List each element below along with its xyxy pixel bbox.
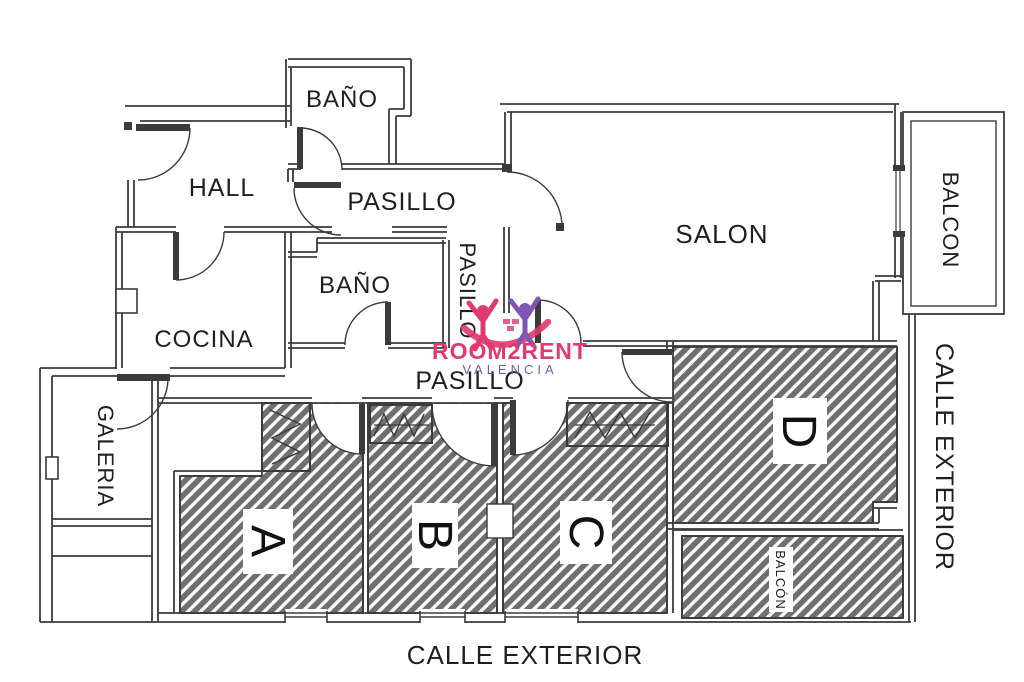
label-bano-mid: BAÑO bbox=[319, 272, 391, 299]
logo-brand-text: ROOM2RENT bbox=[432, 338, 588, 364]
shaft-box-bc-wall bbox=[486, 503, 514, 539]
window-bottom-a bbox=[284, 609, 328, 625]
logo-building-icon bbox=[503, 319, 519, 331]
logo-swoosh bbox=[460, 318, 552, 348]
bano-top-door-arc bbox=[299, 127, 343, 171]
galeria-door-arc bbox=[116, 377, 169, 430]
agency-logo: ROOM2RENT VALENCIA bbox=[432, 296, 588, 377]
label-hall: HALL bbox=[189, 174, 256, 202]
cocina-door-arc bbox=[175, 231, 225, 281]
windows-and-notches bbox=[45, 165, 905, 625]
entrance-door-arc bbox=[137, 127, 191, 181]
door-arcs bbox=[116, 127, 673, 467]
label-pasillo-mid: PASILLO bbox=[415, 367, 524, 395]
label-pasillo-top: PASILLO bbox=[347, 188, 456, 216]
wardrobe-icon-room-b bbox=[369, 404, 433, 444]
room-c-door-arc bbox=[512, 399, 569, 456]
label-room-d: D bbox=[772, 414, 825, 449]
galeria-window-notch bbox=[45, 456, 59, 480]
room-b-door-arc bbox=[431, 403, 495, 467]
label-cocina: COCINA bbox=[154, 326, 253, 353]
salon-door-arc bbox=[506, 171, 563, 228]
doors bbox=[116, 122, 673, 467]
room-labels: BAÑO HALL PASILLO SALON BALCON BAÑO PASI… bbox=[93, 86, 963, 670]
label-balcon: BALCON bbox=[938, 172, 963, 268]
pasillo-door-arc bbox=[293, 187, 342, 236]
label-room-a: A bbox=[241, 525, 294, 557]
window-bottom-b bbox=[419, 609, 466, 625]
window-salon-balcony bbox=[893, 165, 905, 237]
room-d-door-arc bbox=[621, 351, 673, 403]
label-pasillo-vertical: PASILLO bbox=[455, 242, 480, 339]
label-room-b: B bbox=[408, 519, 461, 551]
walls bbox=[39, 58, 916, 623]
door-swing-clearings bbox=[312, 352, 672, 466]
logo-figure-purple bbox=[508, 296, 541, 349]
bano-mid-door-arc bbox=[344, 301, 389, 346]
window-bottom-c bbox=[504, 609, 579, 625]
cocina-wall-notch bbox=[115, 288, 138, 314]
room-a-door-arc bbox=[311, 403, 363, 455]
door-leaves bbox=[117, 122, 672, 466]
label-boxes bbox=[243, 398, 827, 612]
logo-city-text: VALENCIA bbox=[462, 362, 557, 377]
logo-figure-pink bbox=[466, 298, 499, 352]
label-balcon-small: BALCÓN bbox=[773, 550, 788, 609]
label-salon: SALON bbox=[675, 219, 768, 249]
label-room-c: C bbox=[559, 515, 612, 550]
label-galeria: GALERIA bbox=[93, 405, 118, 507]
label-calle-exterior-right: CALLE EXTERIOR bbox=[930, 343, 958, 571]
label-calle-exterior-bottom: CALLE EXTERIOR bbox=[407, 640, 644, 670]
salon-lower-door-arc bbox=[537, 299, 582, 344]
hatched-rooms bbox=[179, 346, 904, 619]
label-bano-top: BAÑO bbox=[306, 86, 378, 113]
